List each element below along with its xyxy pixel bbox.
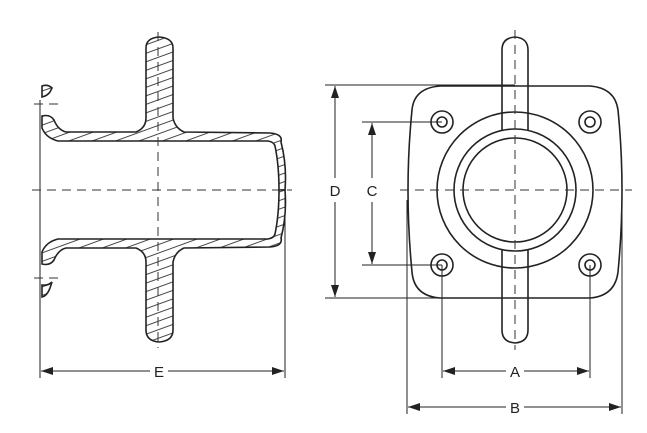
dimension-b: B (408, 400, 621, 417)
section-view (32, 32, 292, 378)
label-d: D (330, 183, 341, 200)
section-top-wall (41, 84, 53, 98)
section-top-body (41, 36, 287, 191)
label-c: C (367, 183, 378, 200)
dimension-c: C (367, 123, 378, 264)
dimension-a: A (443, 364, 589, 381)
label-e: E (154, 364, 164, 381)
section-bottom-lip (41, 281, 53, 298)
dimension-e: E (41, 364, 284, 381)
label-b: B (510, 400, 520, 417)
label-a: A (510, 364, 520, 381)
dimension-d: D (330, 86, 341, 297)
section-bottom-body (41, 189, 287, 343)
plan-view (325, 30, 632, 414)
rib-bottom (501, 250, 529, 344)
